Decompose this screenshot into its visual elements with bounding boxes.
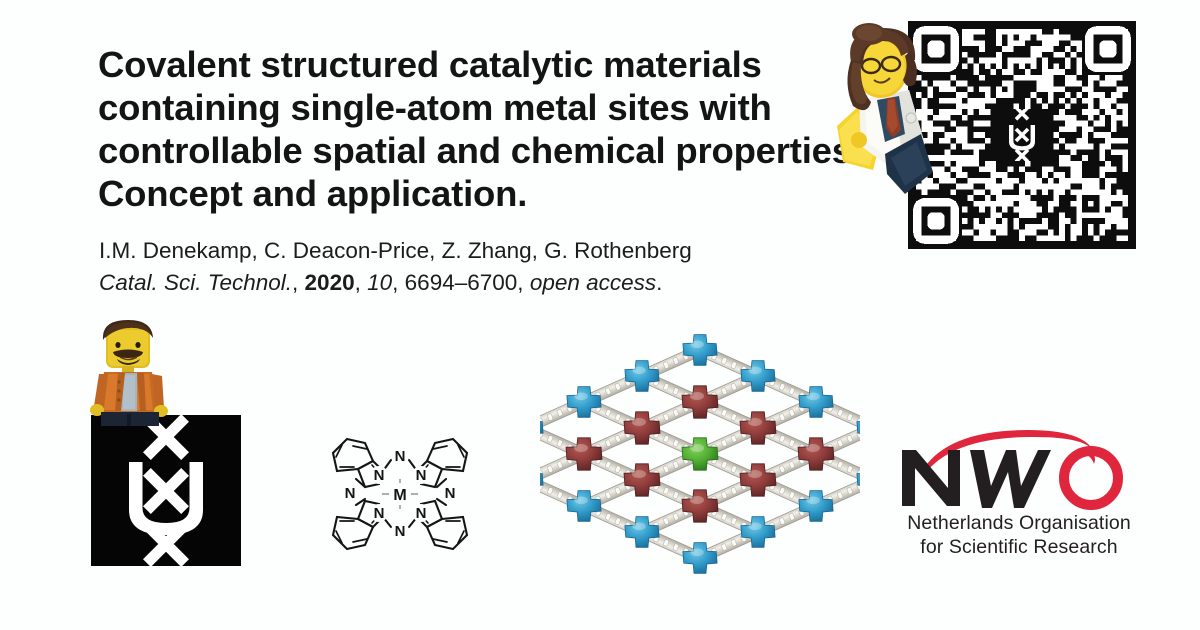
- citation-period: .: [656, 270, 663, 295]
- atom-label-n-right: N: [445, 485, 456, 502]
- lego-minifigure-male: [82, 318, 180, 426]
- nwo-wordmark: [902, 430, 1123, 510]
- atom-label-n-bottom: N: [395, 523, 406, 540]
- lattice-svg: [450, 334, 950, 574]
- phthalocyanine-structure: N N N N N N N N M: [313, 417, 495, 572]
- citation-sep-3: ,: [392, 270, 405, 295]
- nwo-tagline-line1: Netherlands Organisation: [907, 512, 1131, 534]
- atom-label-n-top: N: [395, 448, 406, 465]
- atom-label-n-ll: N: [374, 505, 385, 522]
- title-line-2: containing single-atom metal sites with: [98, 87, 772, 128]
- qr-center-uva-icon: [999, 109, 1045, 161]
- citation-line: Catal. Sci. Technol., 2020, 10, 6694–670…: [99, 269, 662, 297]
- author-list: I.M. Denekamp, C. Deacon-Price, Z. Zhang…: [99, 238, 692, 263]
- lego-lattice-model: [450, 328, 950, 580]
- citation-journal: Catal. Sci. Technol.: [99, 270, 293, 295]
- nwo-tagline-line2: for Scientific Research: [920, 535, 1118, 558]
- atom-label-n-ur: N: [416, 467, 427, 484]
- atom-label-n-ul: N: [374, 467, 385, 484]
- atom-label-metal: M: [393, 487, 406, 504]
- citation-volume: 10: [367, 270, 393, 295]
- citation-sep-1: ,: [292, 270, 305, 295]
- lego-minifigure-female: [829, 22, 937, 197]
- atom-label-n-lr: N: [416, 505, 427, 522]
- citation-sep-4: ,: [517, 270, 530, 295]
- citation-sep-2: ,: [354, 270, 368, 295]
- nwo-tagline: Netherlands Organisation for Scientific …: [888, 512, 1150, 559]
- qr-code[interactable]: [908, 21, 1136, 249]
- citation-year: 2020: [304, 270, 355, 295]
- citation-pages: 6694–6700: [404, 270, 518, 295]
- title-line-1: Covalent structured catalytic materials: [98, 44, 762, 85]
- citation-access: open access: [529, 270, 657, 295]
- atom-label-n-left: N: [345, 485, 356, 502]
- page-title: Covalent structured catalytic materials …: [98, 43, 888, 215]
- uva-logo: [91, 415, 241, 566]
- title-line-3: controllable spatial and chemical proper…: [98, 130, 864, 171]
- title-line-4: Concept and application.: [98, 173, 528, 214]
- nwo-logo: Netherlands Organisation for Scientific …: [888, 424, 1150, 558]
